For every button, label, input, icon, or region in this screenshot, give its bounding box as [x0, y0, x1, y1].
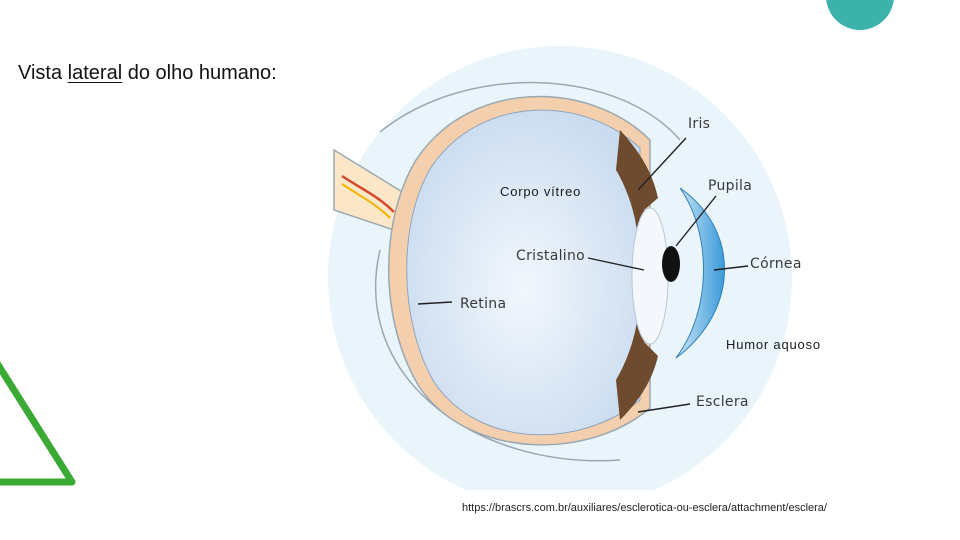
decorative-triangle: [0, 340, 90, 500]
title-underlined-word: lateral: [68, 62, 122, 84]
pupil: [662, 246, 680, 282]
label-retina: Retina: [460, 296, 506, 312]
label-cristalino: Cristalino: [516, 248, 585, 264]
label-humor-aquoso: Humor aquoso: [726, 337, 821, 352]
vitreous-body: [407, 110, 640, 435]
decorative-circle: [826, 0, 894, 30]
label-iris: Iris: [688, 116, 710, 132]
label-pupila: Pupila: [708, 178, 752, 194]
title-suffix: do olho humano:: [122, 62, 277, 84]
title-prefix: Vista: [18, 62, 68, 84]
slide-title: Vista lateral do olho humano:: [18, 62, 277, 85]
label-esclera: Esclera: [696, 394, 749, 410]
lens: [632, 208, 668, 344]
label-corpo-vitreo: Corpo vítreo: [500, 184, 581, 199]
label-cornea: Córnea: [750, 256, 802, 272]
source-link[interactable]: https://brascrs.com.br/auxiliares/escler…: [462, 502, 827, 514]
